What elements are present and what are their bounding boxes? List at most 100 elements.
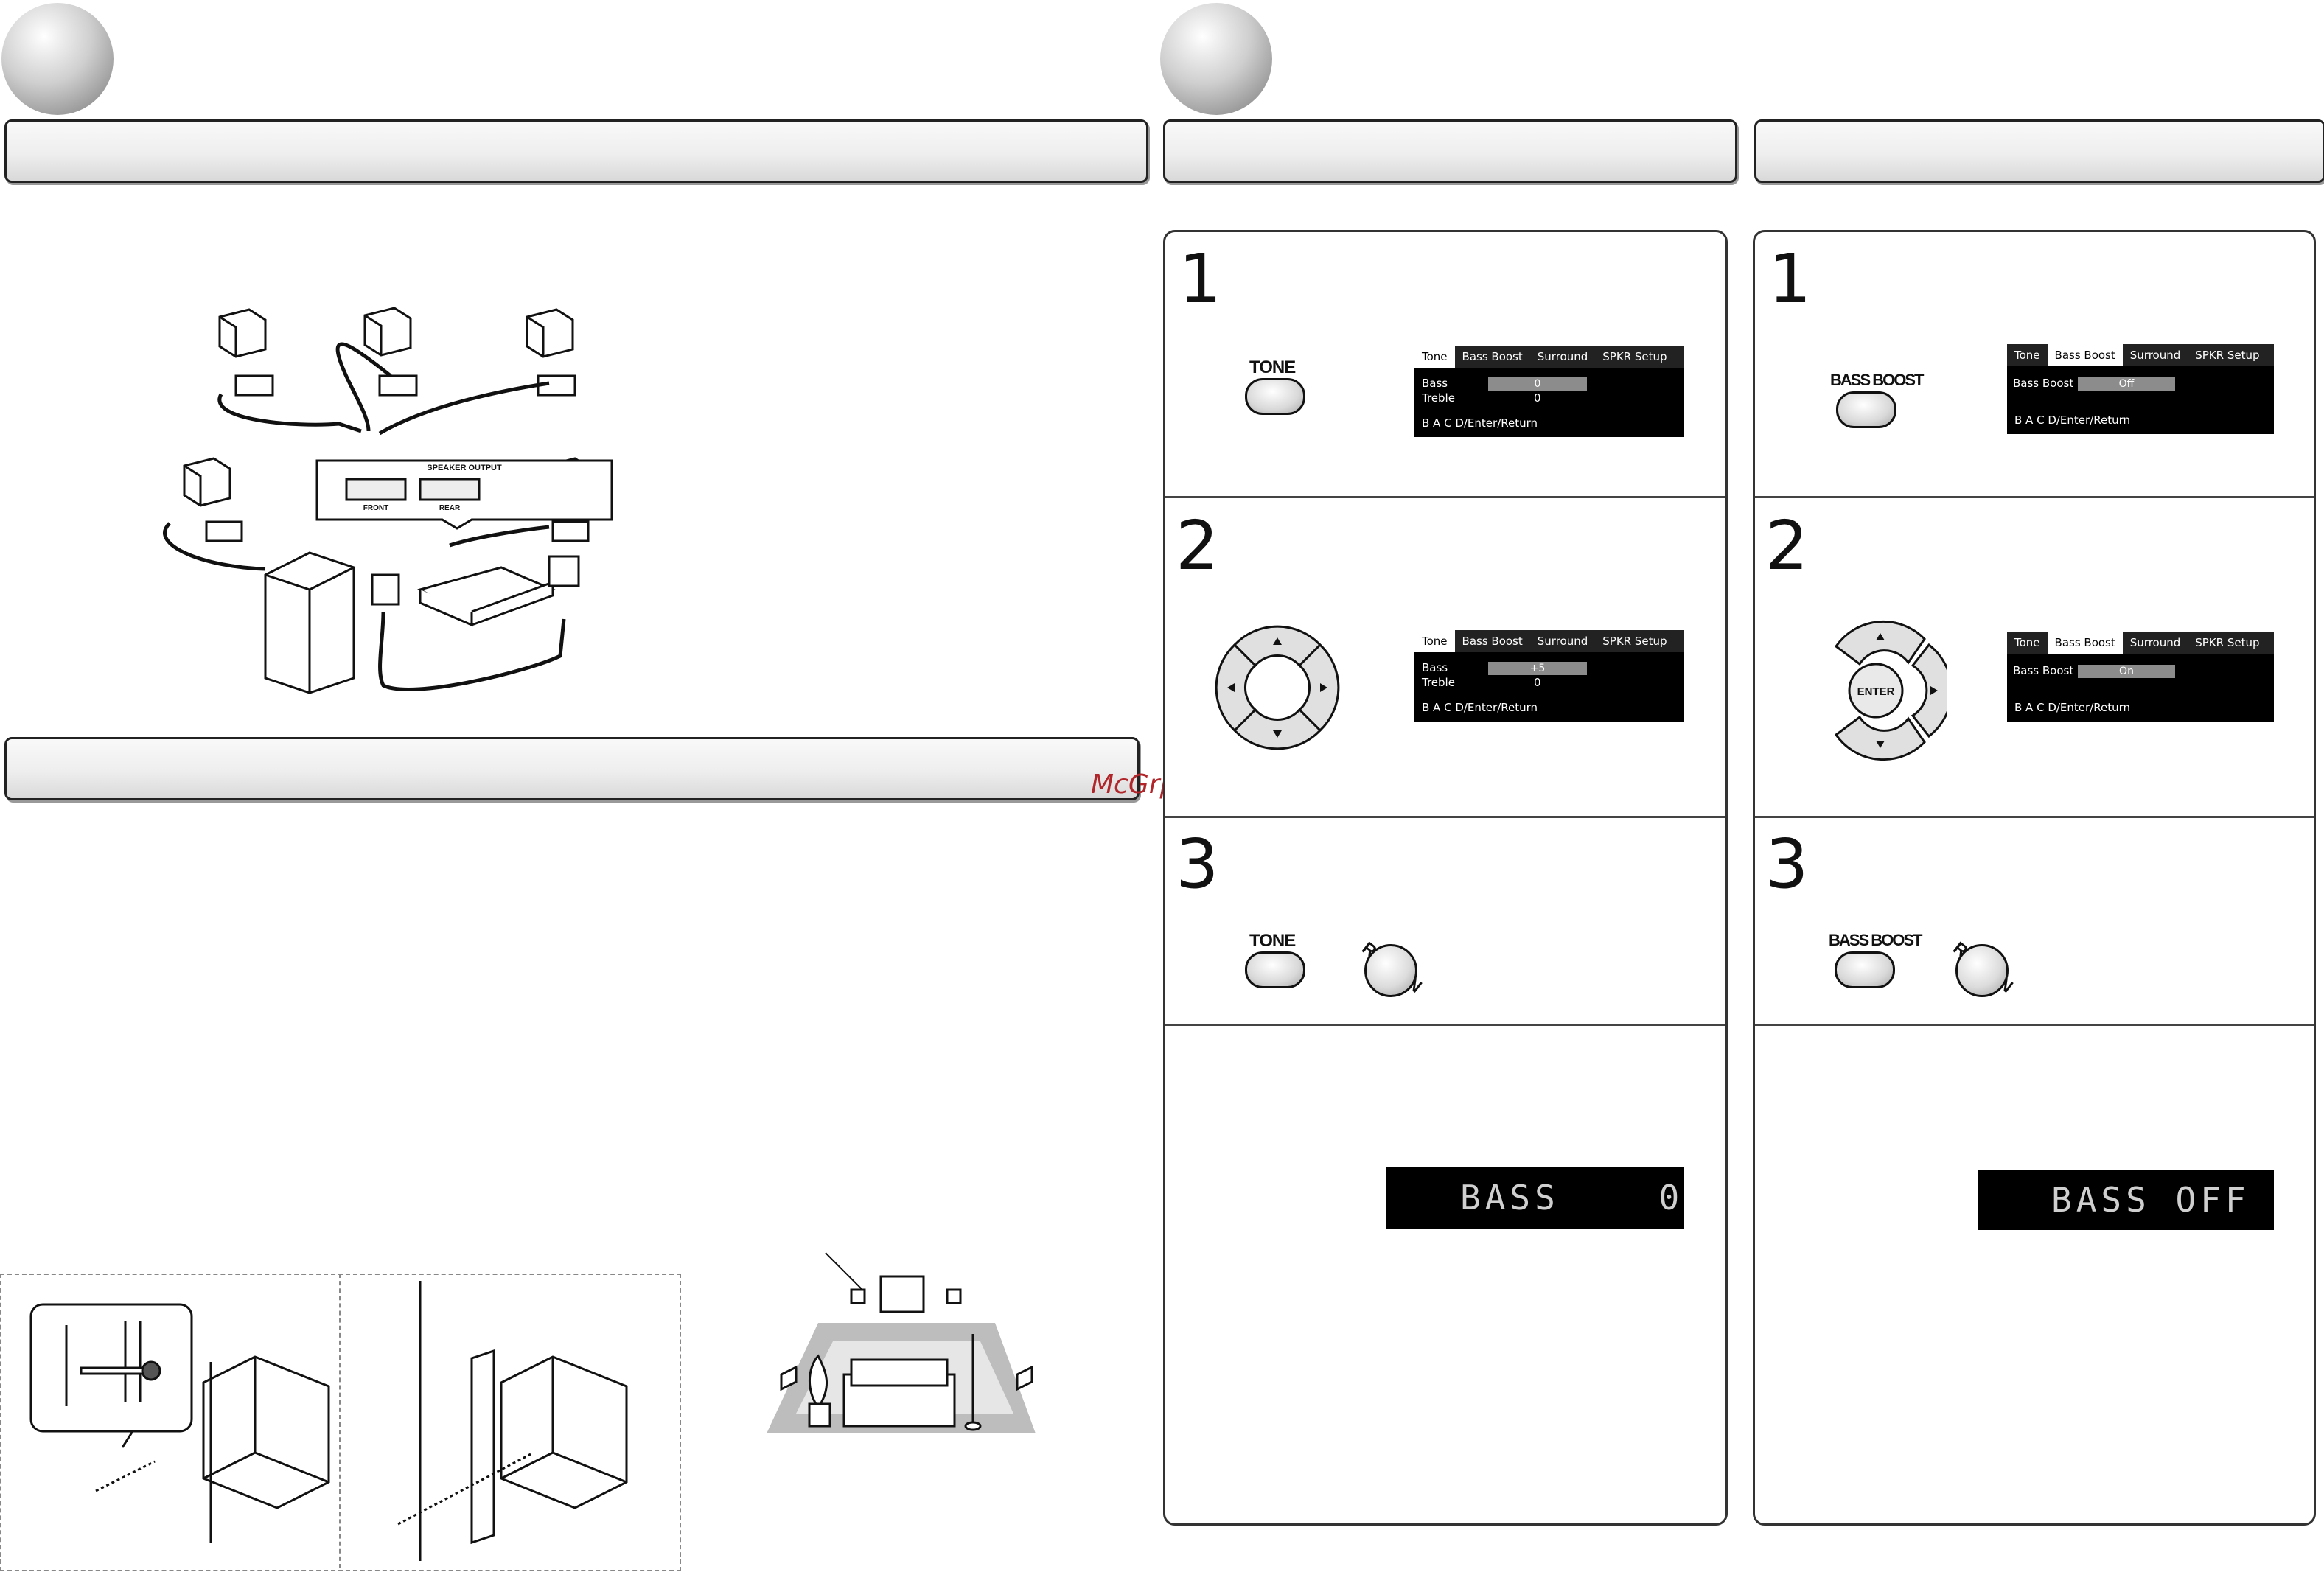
left-arrow-icon <box>1227 683 1235 692</box>
osd-tab: Tone <box>2014 349 2040 362</box>
osd-tab: SPKR Setup <box>2195 349 2260 362</box>
front-panel-display: BASS OFF <box>1978 1170 2274 1230</box>
section-bullet-left <box>1 3 114 115</box>
osd-tab: Tone <box>1414 346 1455 368</box>
osd-value-bar: +5 <box>1488 662 1587 675</box>
step-number: 1 <box>1768 240 1812 318</box>
osd-tab: Surround <box>2129 636 2181 649</box>
up-arrow-icon <box>1273 637 1282 645</box>
wall-icon <box>470 1349 495 1545</box>
wall-mount-divider <box>339 1274 341 1568</box>
osd-tab: Surround <box>1537 635 1588 648</box>
step-divider <box>1755 1024 2314 1026</box>
osd-tab: Bass Boost <box>2047 632 2123 654</box>
osd-row-value: 0 <box>1534 676 1541 689</box>
speaker-output-label: SPEAKER OUTPUT <box>427 464 502 472</box>
osd-tab: Tone <box>2014 636 2040 649</box>
section-header-bar-mid-left <box>4 737 1140 800</box>
room-placement-illustration <box>767 1252 1036 1433</box>
osd-footer: B A C D/Enter/Return <box>1422 416 1538 430</box>
return-button[interactable] <box>1955 944 2009 997</box>
down-arrow-icon <box>1273 730 1282 738</box>
speaker-front-left-icon <box>218 308 267 358</box>
step-divider <box>1165 816 1725 818</box>
osd-row-label: Bass Boost <box>2013 664 2074 677</box>
step-divider <box>1755 816 2314 818</box>
step-divider <box>1755 496 2314 498</box>
wall-mount-illustration <box>0 1274 681 1571</box>
osd-value-bar: On <box>2078 665 2175 678</box>
osd-bassboost-menu: Tone Bass Boost Surround SPKR Setup Bass… <box>2007 632 2274 722</box>
osd-tab: Bass Boost <box>2047 344 2123 366</box>
tone-button-label: TONE <box>1249 357 1296 377</box>
osd-value-bar: Off <box>2078 377 2175 391</box>
cursor-right-button <box>1911 643 1947 738</box>
osd-row-value: 0 <box>1534 391 1541 405</box>
section-header-bar-top-left <box>4 119 1148 183</box>
osd-tab: Surround <box>2129 349 2181 362</box>
osd-tab: Surround <box>1537 350 1588 363</box>
osd-tab: Bass Boost <box>1462 635 1523 648</box>
osd-footer: B A C D/Enter/Return <box>1422 701 1538 714</box>
osd-row-label: Treble <box>1422 391 1455 405</box>
rear-label: REAR <box>439 504 461 512</box>
step-number: 3 <box>1176 825 1219 904</box>
osd-tone-menu: Tone Bass Boost Surround SPKR Setup Bass… <box>1414 630 1684 722</box>
osd-footer: B A C D/Enter/Return <box>2014 701 2131 714</box>
step-divider <box>1165 1024 1725 1026</box>
step-number: 2 <box>1176 506 1219 585</box>
osd-row-label: Bass <box>1422 377 1448 390</box>
up-arrow-icon <box>1876 633 1885 640</box>
step-number: 1 <box>1179 240 1222 318</box>
bassboost-procedure-panel: 1 BASS BOOST Tone Bass Boost Surround SP… <box>1753 230 2316 1526</box>
osd-tab: SPKR Setup <box>1602 635 1667 648</box>
cursor-left-button <box>1215 643 1257 733</box>
osd-tab: Tone <box>1414 630 1455 652</box>
down-arrow-icon <box>1876 741 1885 748</box>
osd-tab: SPKR Setup <box>1602 350 1667 363</box>
front-panel-display: BASS 0 <box>1386 1167 1684 1229</box>
bass-boost-button[interactable] <box>1836 391 1896 428</box>
tone-button-label: TONE <box>1249 931 1296 951</box>
bass-boost-button-label: BASS BOOST <box>1830 371 1924 389</box>
enter-button <box>1848 663 1904 719</box>
speaker-rear-left-icon <box>183 457 231 507</box>
cursor-down-button <box>1232 708 1322 750</box>
front-label: FRONT <box>363 504 388 512</box>
wall-mount-drawing <box>29 1281 628 1561</box>
speaker-front-right-icon <box>526 308 574 358</box>
section-bullet-right <box>1160 3 1272 115</box>
tone-procedure-panel: 1 TONE Tone Bass Boost Surround SPKR Set… <box>1163 230 1728 1526</box>
step-number: 3 <box>1765 825 1809 904</box>
right-arrow-icon <box>1320 683 1327 692</box>
tv-icon <box>879 1275 925 1313</box>
plant-icon <box>808 1354 828 1408</box>
right-arrow-icon <box>1930 686 1938 695</box>
step-number: 2 <box>1765 506 1809 585</box>
osd-value-bar: 0 <box>1488 377 1587 391</box>
cursor-up-button <box>1834 620 1926 666</box>
bass-boost-button[interactable] <box>1835 951 1895 988</box>
section-header-bar-bassboost <box>1754 119 2324 183</box>
enter-cursor-pad[interactable]: ENTER <box>1821 617 1947 764</box>
cursor-down-button <box>1834 715 1926 761</box>
tone-button[interactable] <box>1245 951 1305 988</box>
osd-tab: SPKR Setup <box>2195 636 2260 649</box>
bass-boost-button-label: BASS BOOST <box>1829 931 1922 949</box>
osd-row-label: Treble <box>1422 676 1455 689</box>
tone-button[interactable] <box>1245 378 1305 415</box>
cursor-pad[interactable] <box>1204 614 1351 761</box>
cursor-up-button <box>1232 625 1322 668</box>
osd-footer: B A C D/Enter/Return <box>2014 413 2131 427</box>
osd-bassboost-menu: Tone Bass Boost Surround SPKR Setup Bass… <box>2007 344 2274 434</box>
return-button[interactable] <box>1364 944 1417 997</box>
step-divider <box>1165 496 1725 498</box>
cursor-right-button <box>1297 643 1340 733</box>
osd-tab: Bass Boost <box>1462 350 1523 363</box>
speaker-connection-diagram: SPEAKER OUTPUT FRONT REAR <box>163 307 613 694</box>
speaker-center-icon <box>363 307 412 357</box>
osd-row-label: Bass <box>1422 661 1448 674</box>
osd-row-label: Bass Boost <box>2013 377 2074 390</box>
osd-tone-menu: Tone Bass Boost Surround SPKR Setup Bass… <box>1414 346 1684 437</box>
enter-button-label: ENTER <box>1857 685 1895 698</box>
